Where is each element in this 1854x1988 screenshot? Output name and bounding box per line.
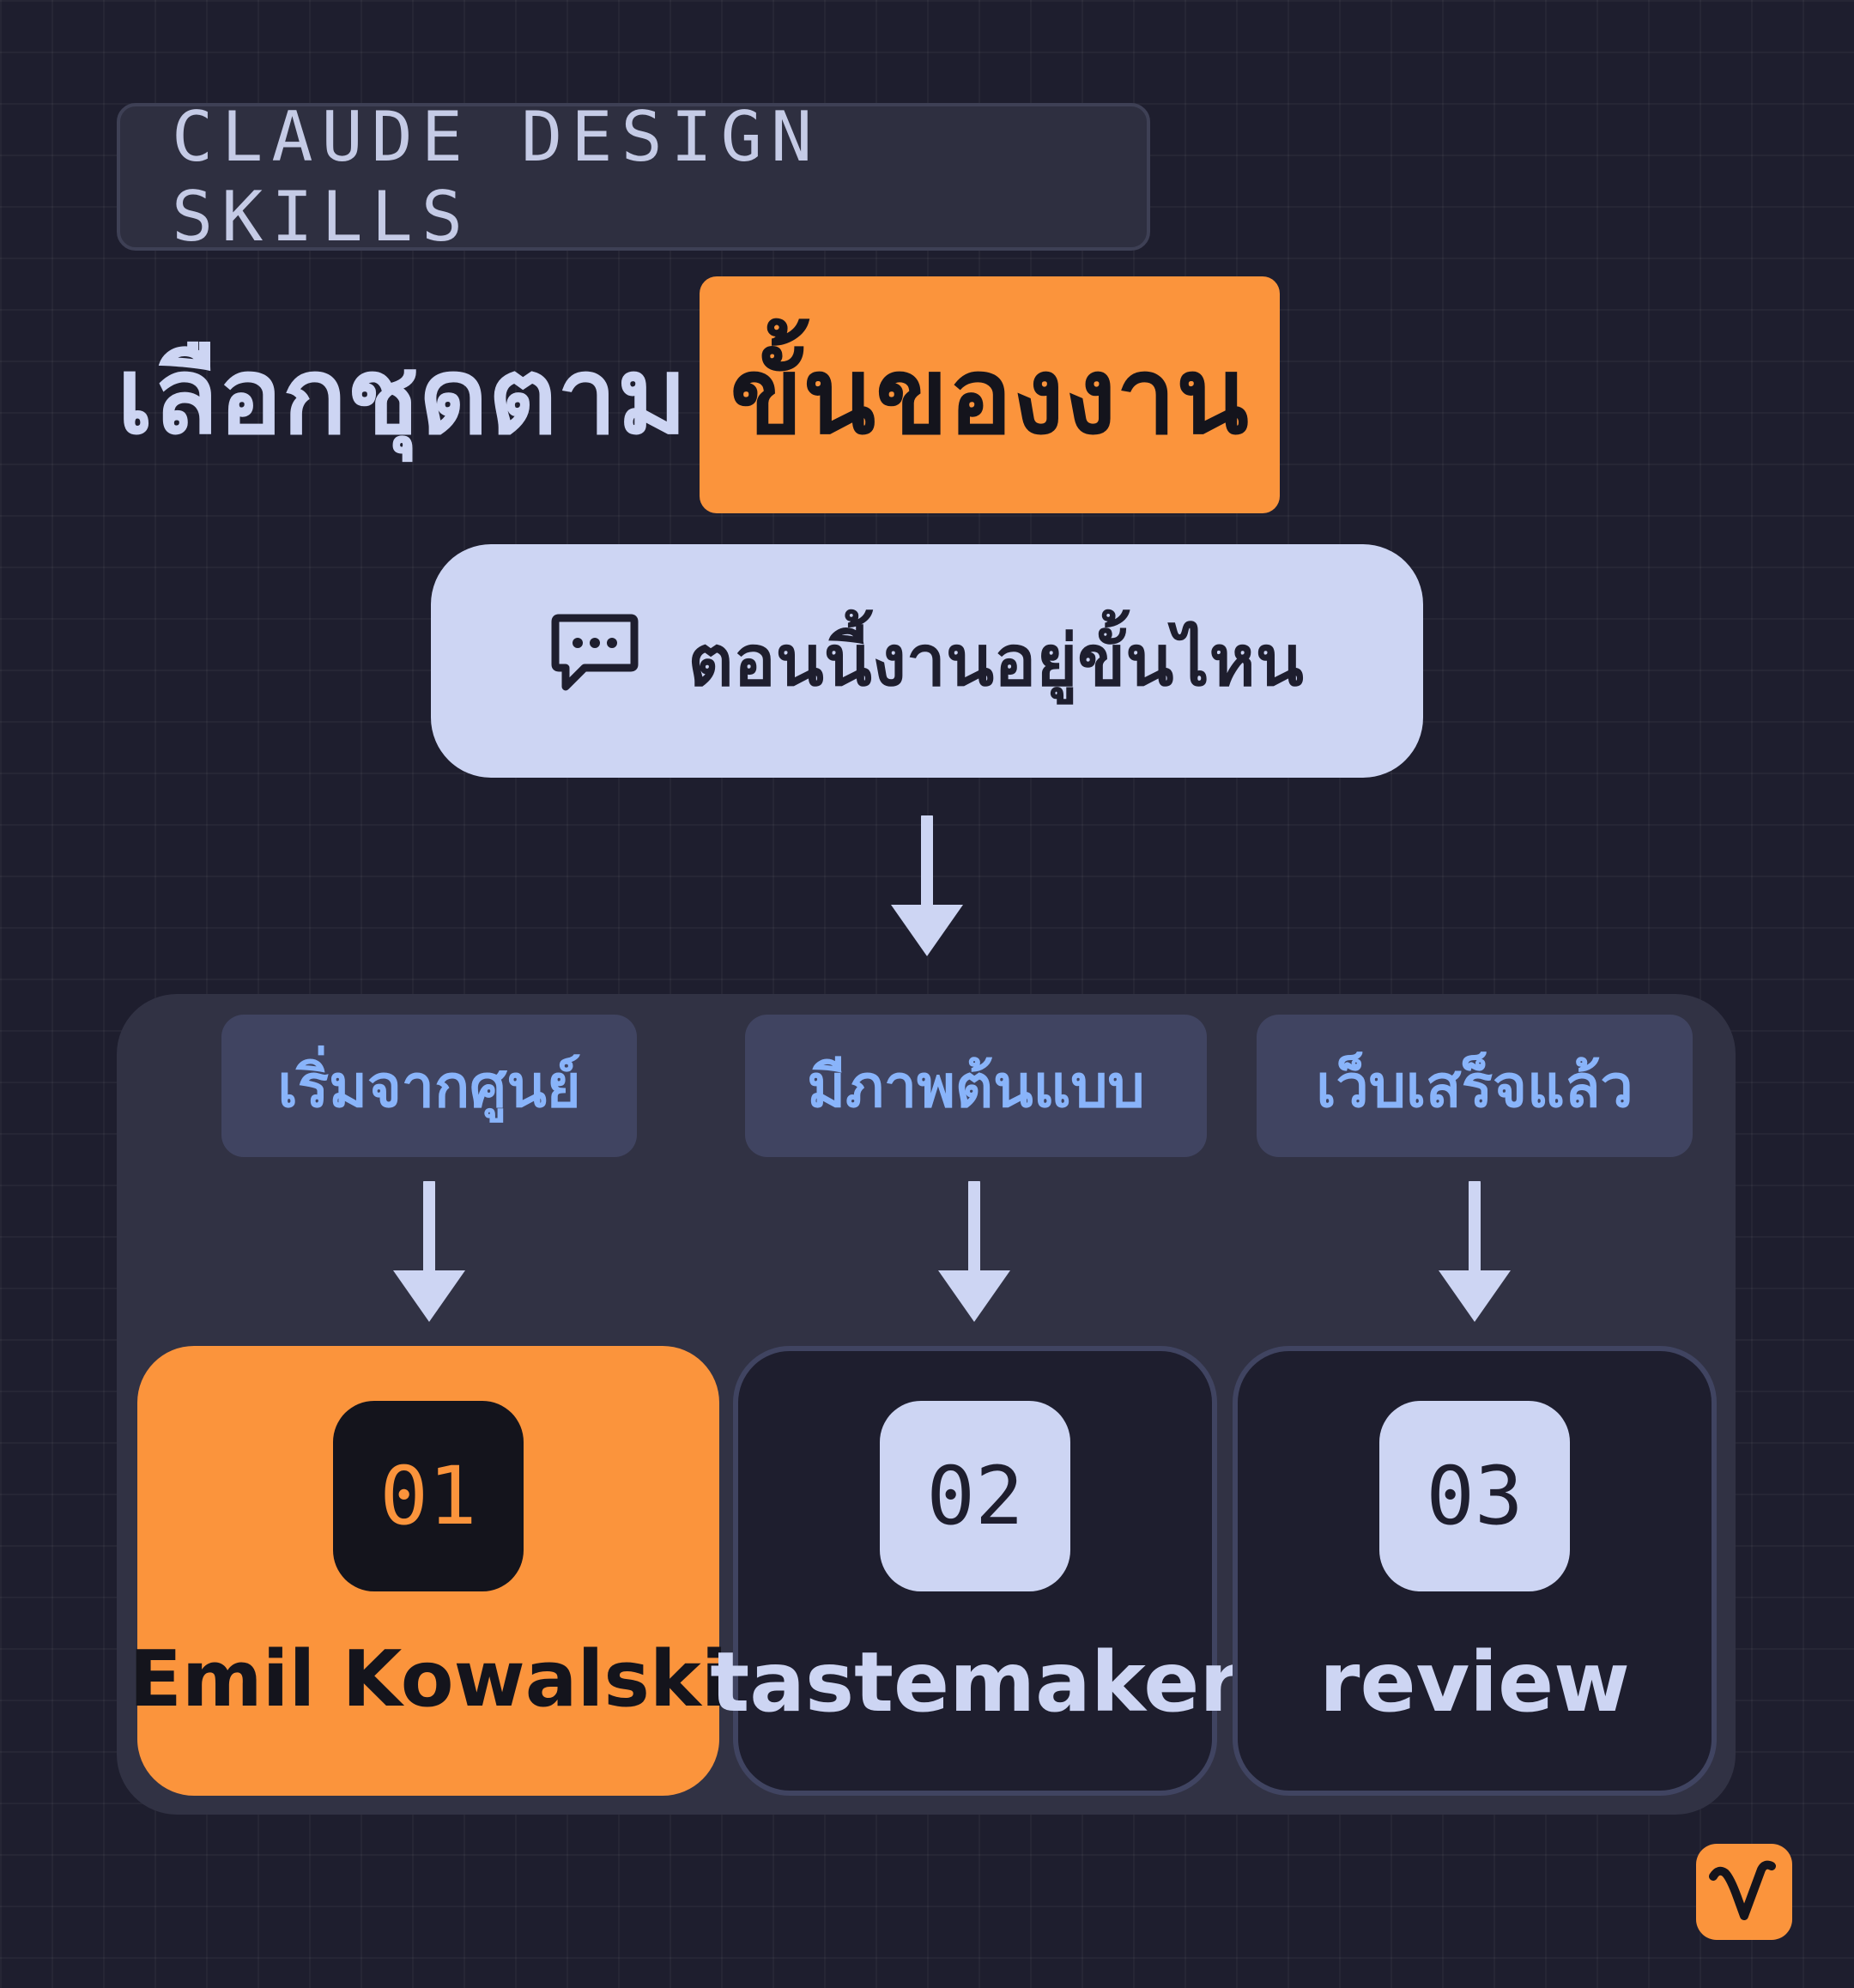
stage-card-3: 03 review: [1233, 1346, 1717, 1796]
stage-name: Emil Kowalski: [129, 1634, 728, 1724]
stage-number: 01: [333, 1401, 524, 1591]
question-text: ตอนนี้งานอยู่ขั้นไหน: [688, 621, 1304, 702]
category-tag: CLAUDE DESIGN SKILLS: [117, 97, 1150, 257]
stage-number: 02: [880, 1401, 1070, 1591]
stage-label-1: เริ่มจากศูนย์: [221, 1015, 637, 1157]
headline-text: เลือกชุดตาม: [117, 334, 688, 458]
headline: เลือกชุดตาม ขั้นของงาน: [117, 276, 1280, 513]
down-arrow-icon: [938, 1181, 1010, 1322]
stage-name: review: [1319, 1634, 1630, 1730]
chat-bubble-icon: [550, 611, 639, 711]
down-arrow-icon: [891, 815, 963, 956]
down-arrow-icon: [1439, 1181, 1511, 1322]
stage-card-2: 02 tastemaker: [710, 1346, 1240, 1796]
stage-card-1: 01 Emil Kowalski: [129, 1346, 728, 1796]
headline-highlight: ขั้นของงาน: [699, 276, 1280, 513]
stage-name: tastemaker: [710, 1634, 1240, 1730]
stage-number: 03: [1379, 1401, 1570, 1591]
question-box: ตอนนี้งานอยู่ขั้นไหน: [431, 544, 1423, 778]
v-logo-icon: [1696, 1844, 1792, 1940]
stage-label-2: มีภาพต้นแบบ: [745, 1015, 1207, 1157]
stage-label-3: เว็บเสร็จแล้ว: [1257, 1015, 1693, 1157]
down-arrow-icon: [393, 1181, 465, 1322]
